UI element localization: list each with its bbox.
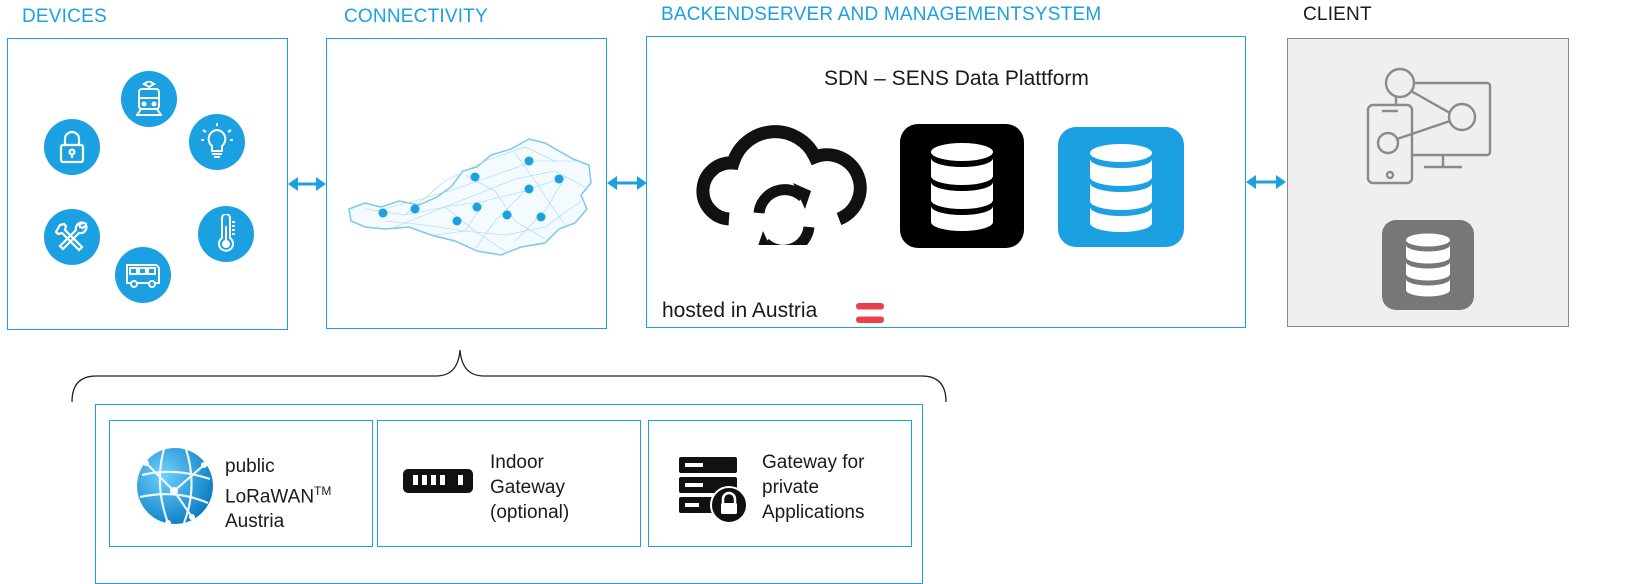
brace-connector bbox=[70, 348, 950, 409]
cloud-sync-icon bbox=[687, 115, 877, 257]
option-line-2: private bbox=[762, 477, 820, 498]
indoor-gateway-icon bbox=[403, 467, 473, 500]
lightbulb-icon bbox=[189, 114, 245, 170]
globe-network-icon bbox=[134, 445, 216, 532]
option-line-1: Gateway for bbox=[762, 452, 865, 473]
secure-server-icon bbox=[679, 455, 751, 530]
lock-icon bbox=[44, 119, 100, 175]
bidirectional-arrow-icon bbox=[607, 175, 647, 191]
option-public-lorawan: public LoRaWANTM Austria bbox=[109, 420, 373, 547]
austria-flag-icon bbox=[856, 303, 884, 328]
database-black-icon bbox=[900, 124, 1024, 248]
devices-title: DEVICES bbox=[22, 6, 107, 27]
option-private-gateway-text: Gateway for private Applications bbox=[762, 450, 864, 525]
bidirectional-arrow-icon bbox=[1246, 174, 1286, 190]
tools-icon bbox=[44, 209, 100, 265]
client-title: CLIENT bbox=[1303, 4, 1372, 25]
option-public-lorawan-text: public LoRaWANTM Austria bbox=[225, 454, 331, 534]
connectivity-title: CONNECTIVITY bbox=[344, 6, 488, 27]
option-indoor-gateway: Indoor Gateway (optional) bbox=[377, 420, 641, 547]
option-line-3: Applications bbox=[762, 502, 865, 523]
option-line-2: Gateway bbox=[490, 477, 565, 498]
trademark-sup: TM bbox=[314, 484, 332, 498]
austria-network-map-icon bbox=[345, 131, 595, 266]
bus-icon bbox=[115, 247, 171, 303]
platform-title: SDN – SENS Data Plattform bbox=[824, 67, 1089, 90]
option-line-1: Indoor bbox=[490, 452, 544, 473]
connectivity-options-panel: public LoRaWANTM Austria Indoor Gateway … bbox=[95, 404, 923, 584]
option-line-2: LoRaWANTM bbox=[225, 479, 331, 509]
devices-network-icon bbox=[1366, 67, 1496, 192]
backend-title: BACKENDSERVER AND MANAGEMENTSYSTEM bbox=[661, 4, 1102, 25]
hosted-in-austria-label: hosted in Austria bbox=[662, 299, 818, 322]
database-blue-icon bbox=[1058, 127, 1184, 247]
train-icon bbox=[121, 71, 177, 127]
devices-panel bbox=[7, 38, 288, 330]
bidirectional-arrow-icon bbox=[288, 176, 326, 192]
option-line-1: public bbox=[225, 456, 275, 477]
option-line-3: Austria bbox=[225, 511, 285, 533]
thermometer-icon bbox=[198, 206, 254, 262]
option-indoor-gateway-text: Indoor Gateway (optional) bbox=[490, 450, 569, 525]
option-line-3: (optional) bbox=[490, 502, 570, 523]
lorawan-label: LoRaWAN bbox=[225, 486, 315, 508]
backend-panel: SDN – SENS Data Plattform hosted in Aust… bbox=[646, 36, 1246, 328]
option-private-gateway: Gateway for private Applications bbox=[648, 420, 912, 547]
database-gray-icon bbox=[1382, 220, 1474, 310]
client-panel bbox=[1287, 38, 1569, 327]
connectivity-panel bbox=[326, 38, 607, 329]
